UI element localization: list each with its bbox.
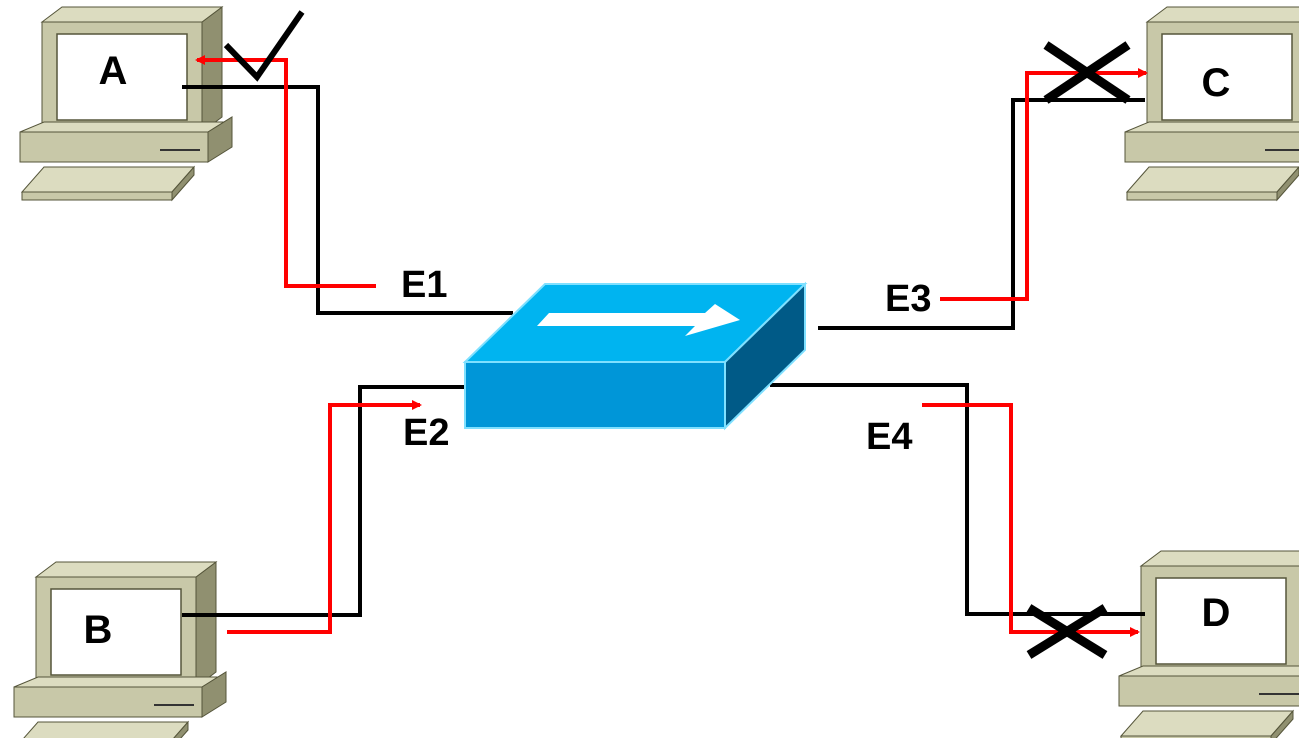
cable-b-e2	[182, 385, 470, 617]
computer-icon	[13, 561, 227, 738]
computer-label-a: A	[99, 49, 128, 93]
port-label-e1: E1	[401, 264, 447, 306]
cross-icon	[1026, 604, 1108, 659]
computer-label-c: C	[1202, 61, 1231, 105]
cable-c-e3	[818, 98, 1145, 330]
switch-side	[724, 281, 806, 431]
port-label-e3: E3	[885, 278, 931, 320]
frame-path-e3-to-c	[940, 68, 1148, 301]
switch-front	[464, 361, 726, 429]
computer-d	[1118, 550, 1299, 738]
switch-arrow-icon	[537, 304, 740, 336]
computer-icon	[19, 6, 233, 201]
cable-d-e4	[770, 383, 1145, 616]
cables	[182, 85, 1145, 617]
computer-b	[13, 561, 227, 738]
cable-a-e1	[182, 85, 513, 315]
computer-label-b: B	[84, 608, 113, 652]
computer-label-d: D	[1202, 591, 1231, 635]
cross-icon	[1043, 41, 1131, 104]
computer-a	[19, 6, 233, 201]
frame-path-b-to-e2	[227, 400, 422, 634]
port-label-e2: E2	[403, 412, 449, 454]
frame-path-e1-to-a	[195, 55, 376, 288]
port-label-e4: E4	[866, 416, 912, 458]
check-icon	[223, 10, 305, 82]
switch-icon	[462, 281, 808, 431]
computer-icon	[1118, 550, 1299, 738]
frame-path-e4-to-d	[922, 403, 1140, 637]
